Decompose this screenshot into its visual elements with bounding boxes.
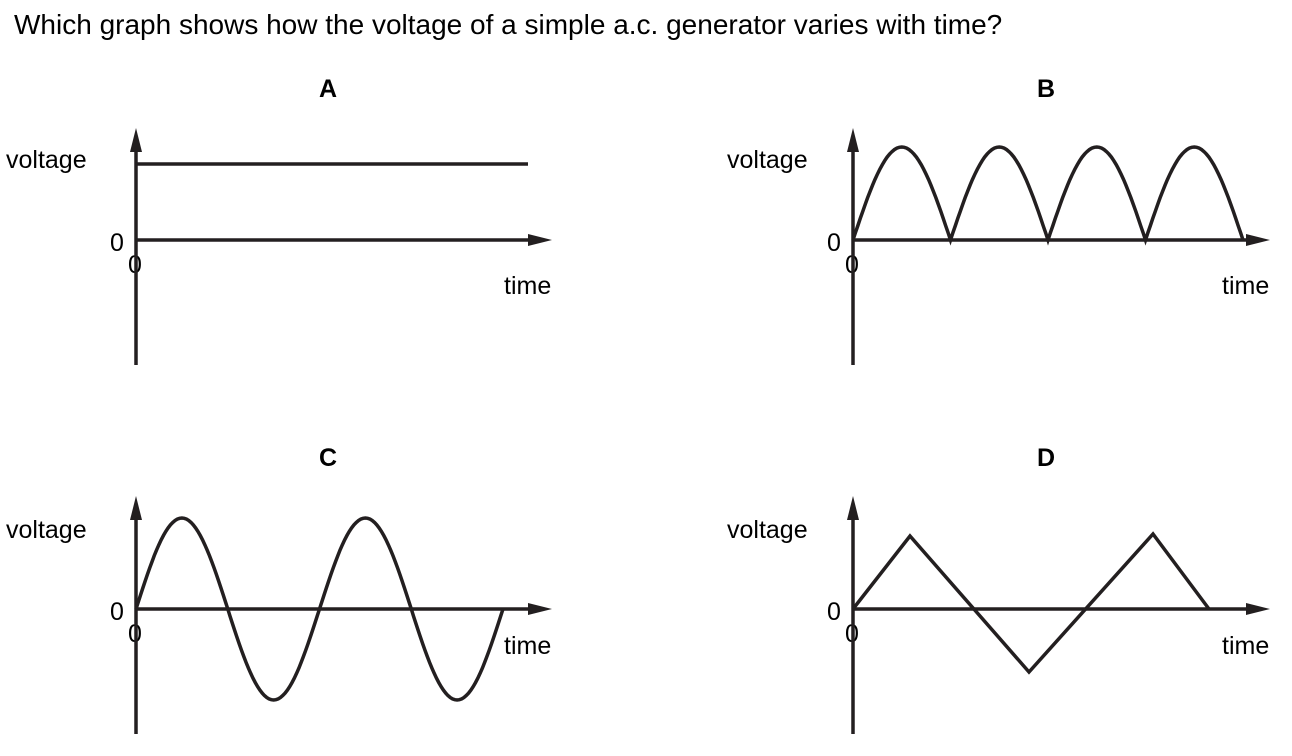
zero-label-left: 0 [827,229,841,257]
y-axis-label: voltage [6,146,87,174]
y-axis-label: voltage [727,516,808,544]
y-axis-arrow-icon [847,496,859,520]
voltage-curve [134,516,505,702]
x-axis-label: time [504,632,551,660]
y-axis-arrow-icon [130,128,142,152]
graph-letter: A [319,75,337,103]
graph-a: A voltage 0 0 time [6,75,552,365]
x-axis-arrow-icon [1246,603,1270,615]
x-axis-label: time [504,272,551,300]
y-axis-arrow-icon [130,496,142,520]
y-axis-arrow-icon [847,128,859,152]
graph-c: C voltage 0 0 time [6,444,552,734]
x-axis-arrow-icon [1246,234,1270,246]
x-axis-label: time [1222,272,1269,300]
graph-d: D voltage 0 0 time [727,444,1270,734]
x-axis-label: time [1222,632,1269,660]
zero-label-left: 0 [110,598,124,626]
graph-b: B voltage 0 0 time [727,75,1270,365]
voltage-curve [851,145,1245,246]
x-axis-arrow-icon [528,603,552,615]
graph-letter: D [1037,444,1055,472]
zero-label-left: 0 [827,598,841,626]
question-text: Which graph shows how the voltage of a s… [14,9,1002,40]
voltage-curve [851,531,1211,675]
graph-letter: B [1037,75,1055,103]
x-axis-arrow-icon [528,234,552,246]
y-axis-label: voltage [727,146,808,174]
zero-label-left: 0 [110,229,124,257]
y-axis-label: voltage [6,516,87,544]
graph-letter: C [319,444,337,472]
